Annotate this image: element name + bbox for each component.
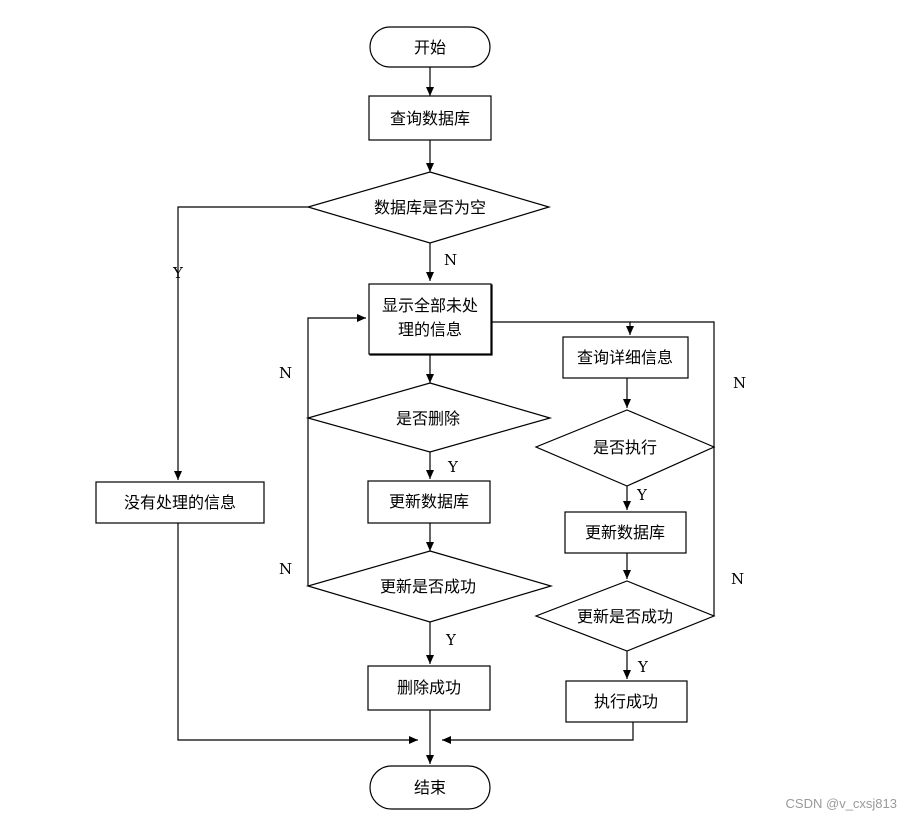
node-update-db-right: 更新数据库 [564,511,687,554]
label-no-delete: N [279,364,292,382]
node-is-execute: 是否执行 [534,409,716,487]
execute-ok-label: 执行成功 [594,692,658,711]
node-start: 开始 [369,26,491,68]
edge-execute-no [630,321,715,447]
label-yes-delete: Y [447,458,459,476]
query-db-label: 查询数据库 [390,109,470,128]
is-execute-label: 是否执行 [593,438,657,457]
node-update-ok-right: 更新是否成功 [534,580,716,652]
branch-labels: Y N N Y N Y N Y N Y [172,251,746,676]
node-show-pending: 显示全部未处 理的信息 [368,283,492,355]
label-yes-execute: Y [636,486,648,504]
end-label: 结束 [414,778,446,797]
edge-show-detail [492,321,634,335]
label-yes-empty: Y [172,264,184,282]
update-db-left-label: 更新数据库 [389,492,469,511]
is-delete-label: 是否删除 [396,409,460,428]
update-ok-left-label: 更新是否成功 [380,577,476,596]
db-empty-label: 数据库是否为空 [374,198,486,217]
node-query-detail: 查询详细信息 [562,336,689,379]
node-query-db: 查询数据库 [368,95,492,141]
edge-empty-yes [174,206,308,480]
node-end: 结束 [369,765,491,810]
node-db-empty: 数据库是否为空 [305,171,552,244]
update-ok-right-label: 更新是否成功 [577,607,673,626]
label-no-update-left: N [279,560,292,578]
show-pending-line1: 显示全部未处 [382,296,478,315]
node-update-ok-left: 更新是否成功 [305,550,554,623]
edge-executeok-end [442,722,634,744]
node-no-info: 没有处理的信息 [95,481,265,524]
delete-ok-label: 删除成功 [397,678,461,697]
node-delete-ok: 删除成功 [367,665,491,711]
label-yes-update-left: Y [445,631,457,649]
no-info-label: 没有处理的信息 [124,493,236,512]
node-is-delete: 是否删除 [305,382,553,453]
update-db-right-label: 更新数据库 [585,523,665,542]
edge-delete-no [307,314,366,418]
query-detail-label: 查询详细信息 [577,348,673,367]
edge-noinfo-end [177,523,418,744]
node-update-db-left: 更新数据库 [367,480,491,524]
label-no-update-right: N [731,570,744,588]
connectors [174,67,715,764]
show-pending-line2: 理的信息 [398,320,462,339]
label-yes-update-right: Y [637,658,649,676]
node-execute-ok: 执行成功 [565,680,688,723]
label-no-empty: N [444,251,457,269]
start-label: 开始 [414,38,446,57]
watermark-text: CSDN @v_cxsj813 [786,796,897,811]
label-no-execute: N [733,374,746,392]
